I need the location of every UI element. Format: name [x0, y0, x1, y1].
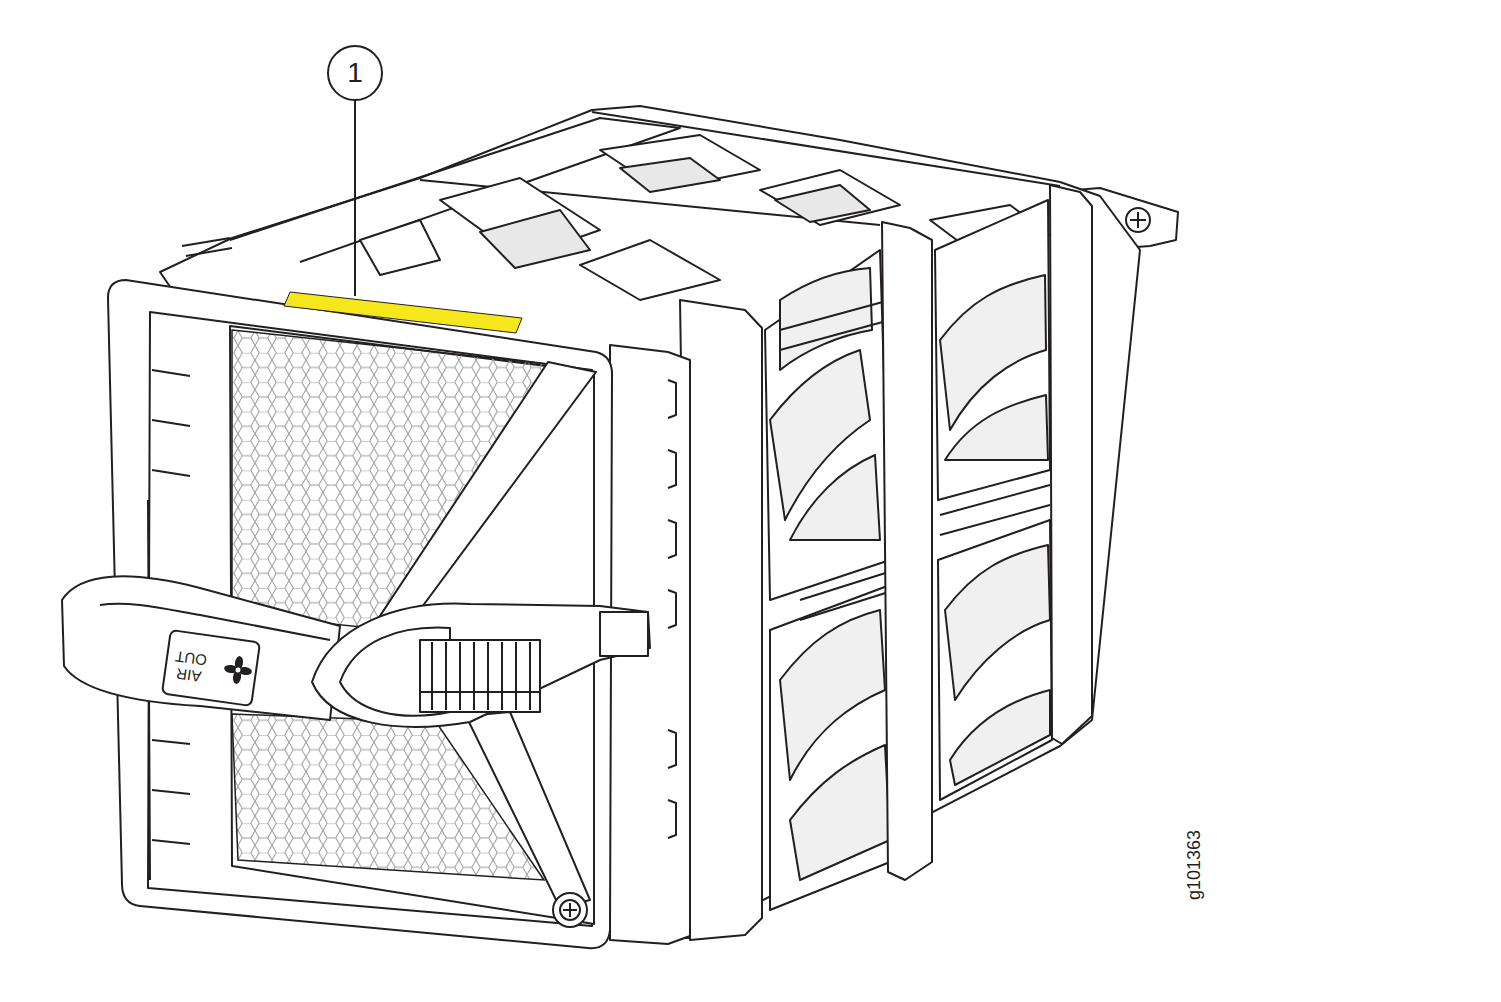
illustration-part — [938, 520, 1052, 800]
illustration-part — [1126, 208, 1150, 232]
illustration-part — [560, 900, 580, 920]
illustration-part — [230, 118, 680, 262]
illustration-part — [770, 585, 895, 910]
illustration-part — [235, 667, 241, 673]
illustration-part — [360, 220, 440, 275]
illustration-part — [600, 612, 648, 656]
illustration-part — [420, 691, 540, 693]
illustration-part — [553, 893, 587, 927]
highlighted-label-area — [284, 292, 522, 333]
illustration-part — [882, 222, 932, 880]
illustration-part — [790, 455, 880, 540]
illustration-part — [680, 300, 762, 940]
illustration-part — [620, 158, 720, 192]
illustration-part — [312, 604, 650, 727]
illustration-part — [945, 395, 1048, 460]
illustration-part — [765, 250, 890, 600]
illustration-part — [182, 238, 232, 256]
airflow-label: AIR OUT — [170, 647, 210, 685]
illustration-part — [222, 654, 254, 686]
illustration-part — [940, 485, 1050, 535]
illustration-part — [950, 690, 1050, 785]
illustration-part — [466, 712, 590, 908]
illustration-part — [800, 570, 895, 620]
callout-circle — [328, 46, 382, 100]
illustration-part — [372, 362, 596, 634]
illustration-part — [62, 576, 340, 720]
illustration-part — [760, 170, 900, 225]
illustration-part — [935, 200, 1050, 500]
callout-number: 1 — [335, 58, 375, 89]
figure-id: g101363 — [1185, 805, 1205, 925]
leader-line — [354, 100, 356, 296]
illustration-part — [1050, 185, 1092, 744]
illustration-part — [432, 642, 530, 710]
illustration-part — [775, 185, 870, 222]
illustration-part — [780, 300, 890, 350]
illustration-part — [580, 240, 720, 300]
illustration-part — [480, 210, 590, 268]
illustration-part — [668, 380, 676, 838]
illustration-part — [100, 604, 330, 640]
illustration-part — [162, 630, 260, 706]
illustration-part — [790, 745, 890, 880]
fan-module-body — [108, 106, 1178, 948]
illustration-part — [1130, 212, 1146, 228]
illustration-part — [563, 903, 577, 917]
illustration-part — [945, 545, 1050, 700]
bezel-strap-and-handle — [62, 362, 650, 927]
illustration-part — [420, 640, 540, 712]
illustration-part — [780, 268, 872, 370]
